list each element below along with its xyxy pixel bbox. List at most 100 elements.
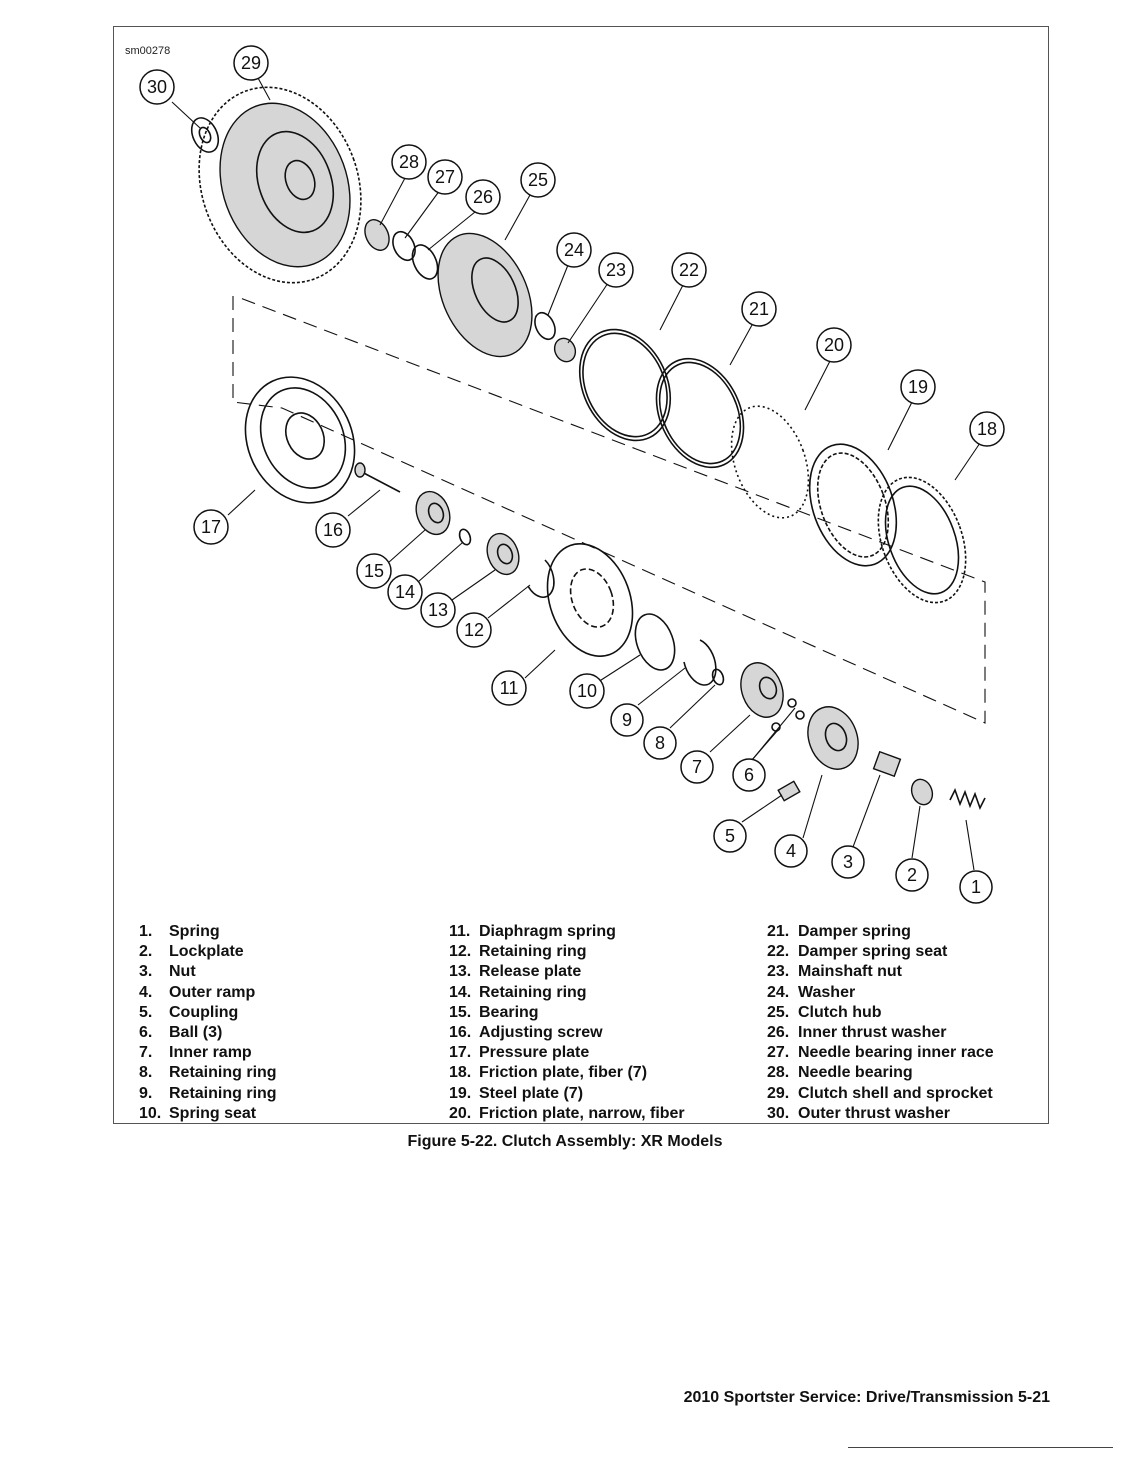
- legend-number: 8.: [139, 1064, 153, 1082]
- legend-item: 23.Mainshaft nut: [767, 962, 994, 982]
- callout-29: 29: [233, 45, 269, 81]
- page-footer: 2010 Sportster Service: Drive/Transmissi…: [683, 1389, 1050, 1406]
- legend-label: Coupling: [169, 1003, 239, 1021]
- legend-item: 27.Needle bearing inner race: [767, 1043, 994, 1063]
- retaining-ring-12: [527, 559, 555, 598]
- callout-2: 2: [895, 858, 929, 892]
- legend-number: 13.: [449, 963, 472, 981]
- needle-bearing: [364, 219, 390, 251]
- svg-text:14: 14: [395, 582, 415, 602]
- footer-rule: [848, 1447, 1113, 1448]
- legend-number: 21.: [767, 923, 790, 940]
- svg-text:16: 16: [323, 520, 343, 540]
- callout-17: 17: [193, 509, 229, 545]
- callout-27: 27: [427, 159, 463, 195]
- legend-label: Release plate: [479, 963, 582, 981]
- svg-text:21: 21: [749, 299, 769, 319]
- svg-text:6: 6: [744, 765, 754, 785]
- nut: [872, 750, 902, 778]
- legend-item: 1.Spring: [139, 922, 277, 942]
- svg-text:29: 29: [241, 53, 261, 73]
- lockplate: [910, 778, 934, 806]
- callout-11: 11: [491, 670, 527, 706]
- diaphragm-spring: [546, 543, 634, 657]
- legend-item: 6. Ball (3): [139, 1023, 277, 1043]
- legend-label: Ball (3): [169, 1024, 223, 1042]
- retaining-ring-9: [683, 639, 717, 686]
- legend-item: 8.Retaining ring: [139, 1063, 277, 1083]
- legend-number: 12.: [449, 943, 472, 961]
- callout-9: 9: [610, 703, 644, 737]
- svg-text:30: 30: [147, 77, 167, 97]
- bearing: [415, 490, 451, 536]
- legend-number: 17.: [449, 1044, 472, 1062]
- retaining-ring-8: [711, 668, 725, 686]
- legend-item: 30. Outer thrust washer: [767, 1104, 994, 1124]
- retaining-ring-14: [458, 528, 472, 546]
- legend-item: 24. Washer: [767, 983, 994, 1003]
- svg-text:24: 24: [564, 240, 584, 260]
- spring: [949, 787, 986, 811]
- svg-text:11: 11: [500, 678, 519, 698]
- damper-spring: [655, 357, 745, 469]
- legend-item: 16.Adjusting screw: [449, 1023, 685, 1043]
- figure-caption: Figure 5-22. Clutch Assembly: XR Models: [407, 1133, 723, 1150]
- callout-19: 19: [900, 369, 936, 405]
- svg-text:23: 23: [606, 260, 626, 280]
- legend-number: 30.: [767, 1104, 790, 1122]
- legend-item: 4.Outer ramp: [139, 983, 277, 1003]
- legend-number: 23.: [767, 963, 790, 981]
- svg-text:2: 2: [907, 865, 917, 885]
- inner-ramp: [740, 662, 784, 718]
- svg-text:9: 9: [622, 710, 632, 730]
- outer-ramp: [807, 706, 859, 770]
- legend-label: Steel plate (7): [479, 1084, 584, 1102]
- legend-number: 3.: [139, 963, 153, 981]
- legend-item: 26.Inner thrust washer: [767, 1023, 994, 1043]
- legend-number: 24.: [767, 983, 790, 1001]
- callout-28: 28: [391, 144, 427, 180]
- legend-label: Bearing: [479, 1003, 539, 1021]
- callout-21: 21: [741, 291, 777, 327]
- legend-label: Clutch hub: [798, 1003, 882, 1021]
- legend-number: 14.: [449, 983, 472, 1001]
- svg-text:13: 13: [428, 600, 448, 620]
- svg-text:25: 25: [528, 170, 548, 190]
- legend-label: Friction plate, fiber (7): [479, 1064, 648, 1082]
- legend-label: Friction plate, narrow, fiber: [479, 1104, 685, 1122]
- legend-item: 12.Retaining ring: [449, 942, 685, 962]
- callout-3: 3: [831, 845, 865, 879]
- spring-seat: [634, 613, 676, 671]
- callout-16: 16: [315, 512, 351, 548]
- exploded-view-drawing: 1 2 3 4 5 6 7 8 9 10 11 12 13 14 15 16 1…: [139, 45, 1005, 904]
- callout-15: 15: [356, 553, 392, 589]
- legend-item: 20.Friction plate, narrow, fiber: [449, 1104, 685, 1124]
- legend-label: Outer thrust washer: [798, 1104, 951, 1122]
- callout-4: 4: [774, 834, 808, 868]
- legend-item: 22.Damper spring seat: [767, 942, 994, 962]
- callout-25: 25: [520, 162, 556, 198]
- svg-text:7: 7: [692, 757, 702, 777]
- legend-number: 2.: [139, 943, 153, 961]
- coupling: [777, 780, 801, 802]
- legend-label: Retaining ring: [169, 1084, 277, 1102]
- balls: [771, 698, 805, 732]
- legend-label: Retaining ring: [479, 983, 587, 1001]
- legend-label: Needle bearing: [798, 1064, 913, 1082]
- svg-text:27: 27: [435, 167, 455, 187]
- svg-text:4: 4: [786, 841, 796, 861]
- legend-item: 29.Clutch shell and sprocket: [767, 1084, 994, 1104]
- callout-22: 22: [671, 252, 707, 288]
- legend-item: 25.Clutch hub: [767, 1003, 994, 1023]
- legend-number: 6.: [139, 1024, 153, 1042]
- svg-text:20: 20: [824, 335, 844, 355]
- clutch-shell-and-sprocket: [198, 86, 362, 284]
- legend-label: Nut: [169, 963, 196, 981]
- legend-item: 5.Coupling: [139, 1003, 277, 1023]
- svg-text:10: 10: [577, 681, 597, 701]
- legend-label: Washer: [798, 983, 856, 1001]
- callout-8: 8: [643, 726, 677, 760]
